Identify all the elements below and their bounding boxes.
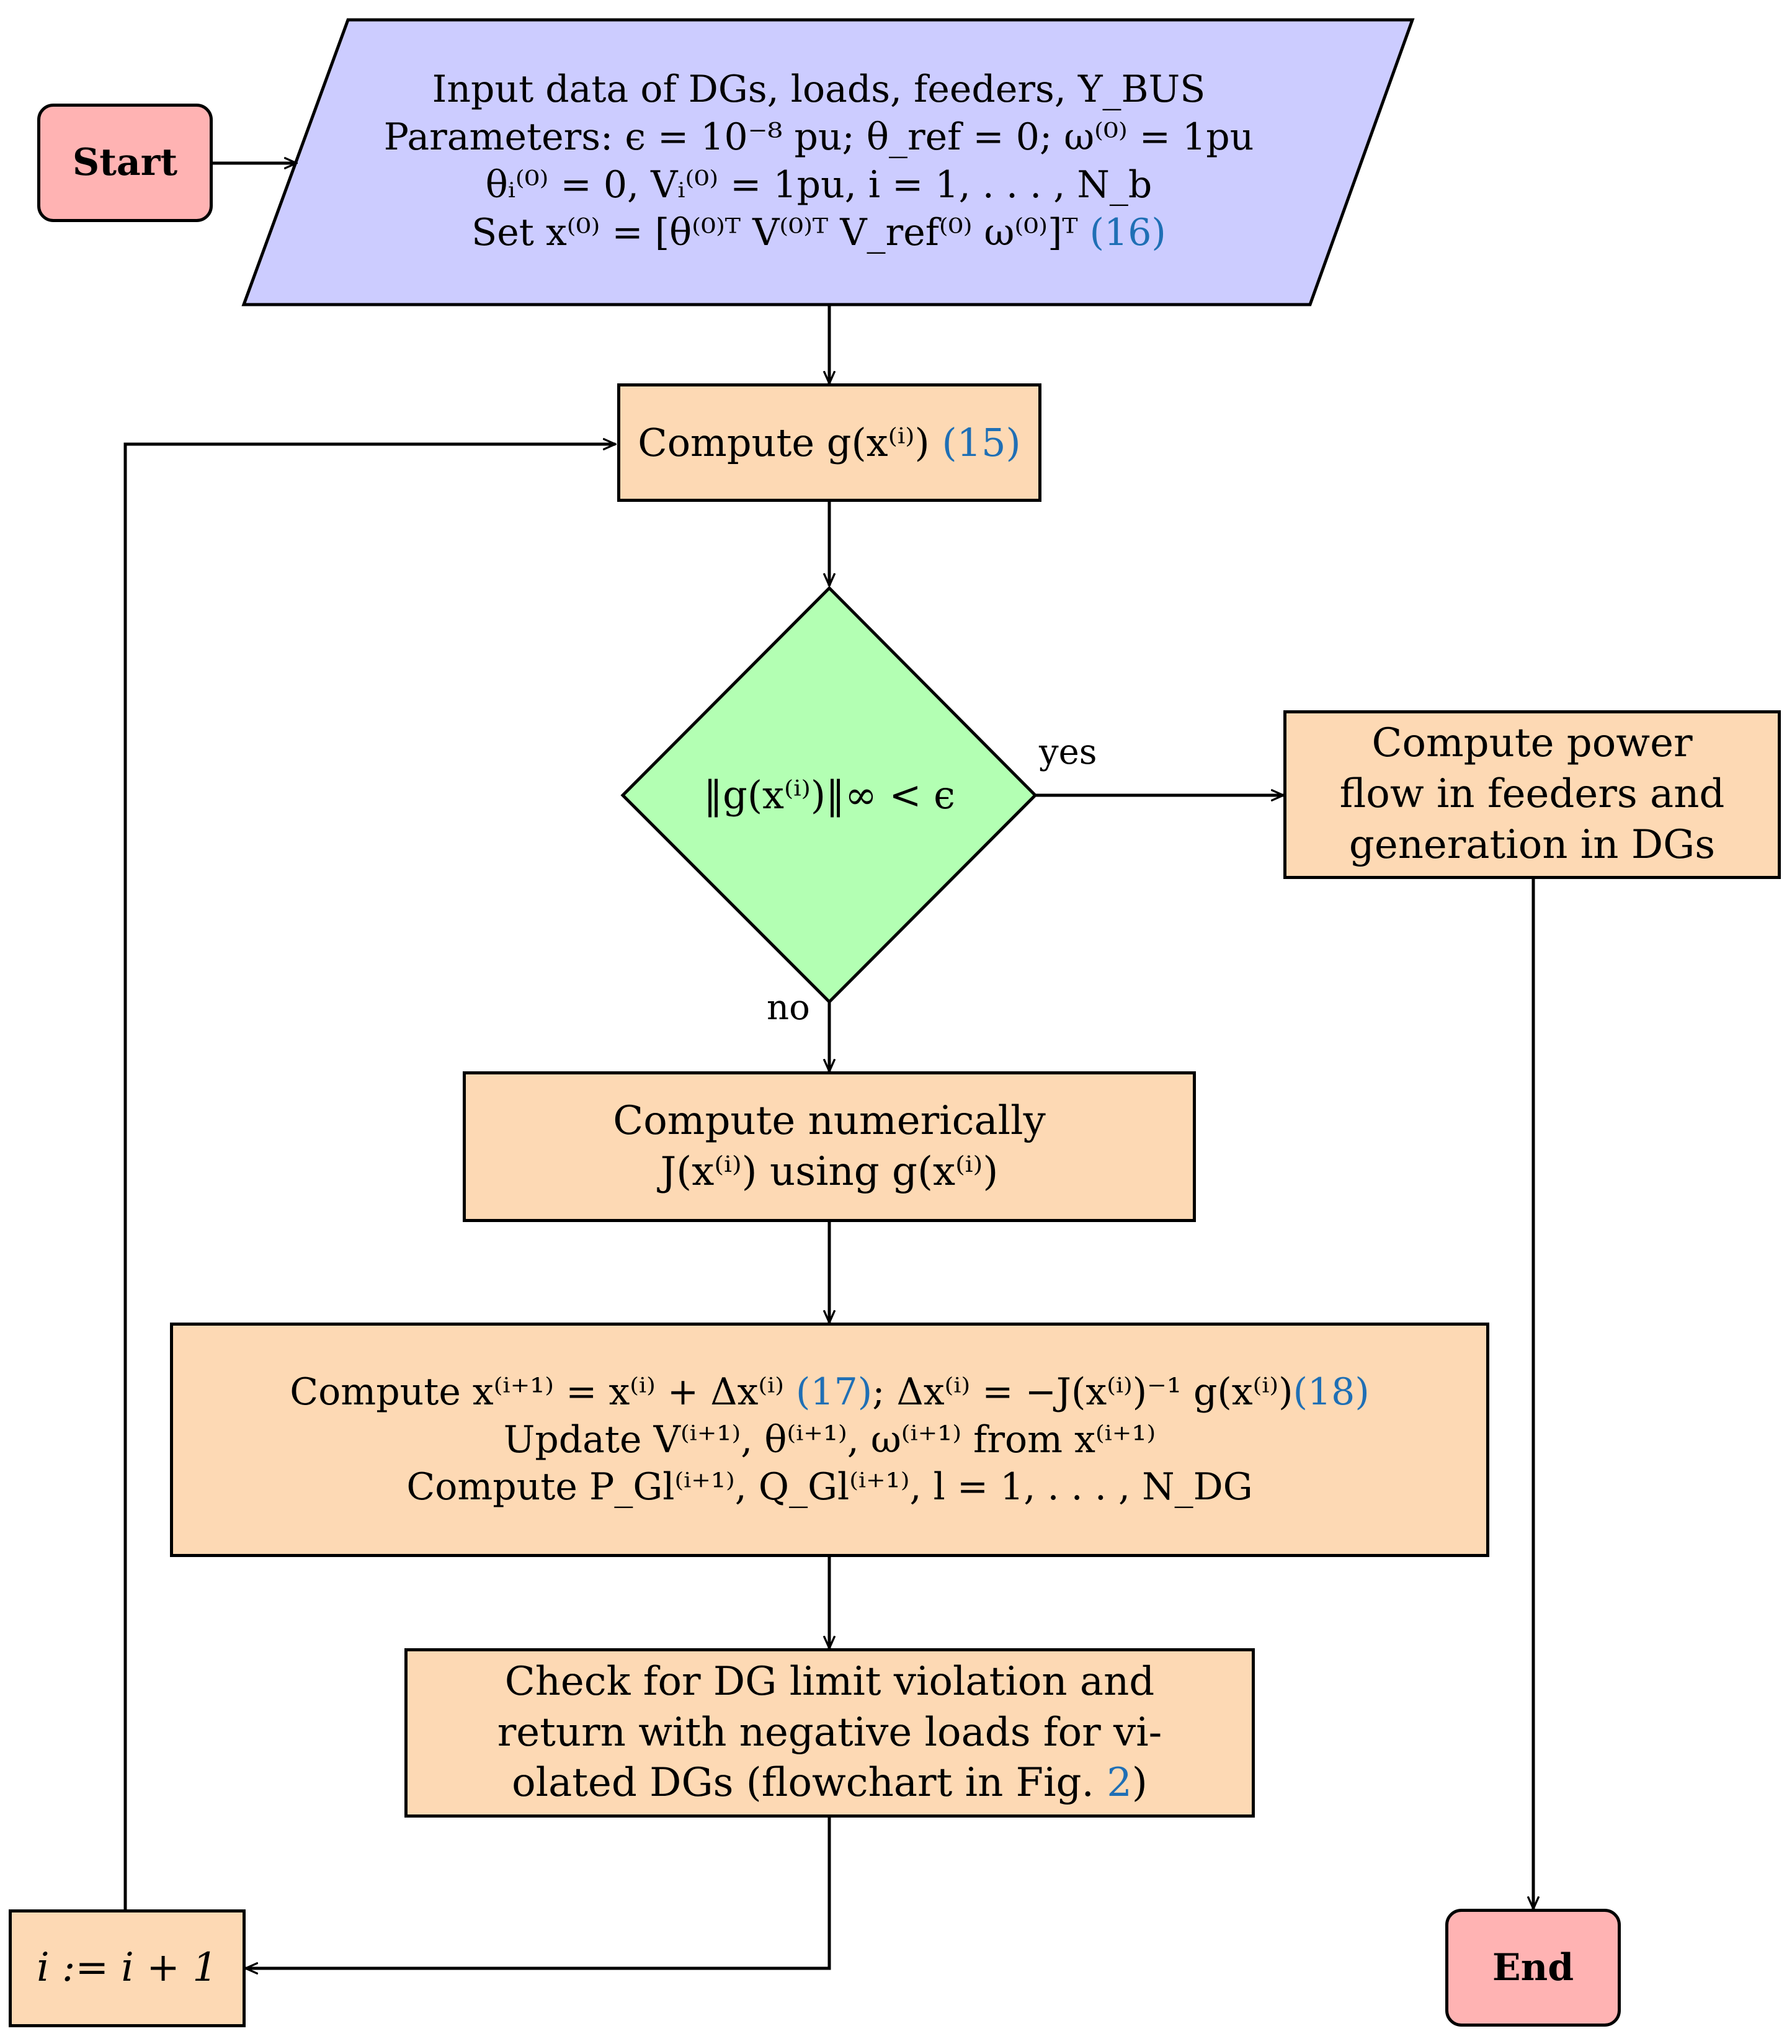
update-box: Compute x⁽ⁱ⁺¹⁾ = x⁽ⁱ⁾ + Δx⁽ⁱ⁾ (17); Δx⁽ⁱ… [170, 1323, 1489, 1557]
jacobian-line-1: Compute numerically [613, 1097, 1046, 1144]
check-line-1: Check for DG limit violation and [504, 1658, 1155, 1705]
power-flow-line-2: flow in feeders and [1339, 771, 1725, 818]
input-data-shape [241, 18, 1415, 306]
no-label: no [767, 988, 810, 1028]
edge-increment-loop-back [123, 444, 615, 1909]
figure-ref-2: 2 [1107, 1760, 1132, 1806]
equation-ref-15: (15) [942, 419, 1021, 465]
input-data-block: Input data of DGs, loads, feeders, Y_BUS… [323, 25, 1315, 298]
power-flow-line-1: Compute power [1371, 720, 1693, 767]
update-line-1: Compute x⁽ⁱ⁺¹⁾ = x⁽ⁱ⁾ + Δx⁽ⁱ⁾ (17); Δx⁽ⁱ… [290, 1368, 1369, 1416]
update-line-1-b: ; Δx⁽ⁱ⁾ = −J(x⁽ⁱ⁾)⁻¹ g(x⁽ⁱ⁾) [872, 1370, 1293, 1414]
update-line-1-a: Compute x⁽ⁱ⁺¹⁾ = x⁽ⁱ⁾ + Δx⁽ⁱ⁾ [290, 1370, 796, 1414]
jacobian-box: Compute numerically J(x⁽ⁱ⁾) using g(x⁽ⁱ⁾… [463, 1071, 1196, 1222]
equation-ref-17: (17) [796, 1370, 873, 1414]
convergence-decision: ‖g(x⁽ⁱ⁾)‖∞ < ϵ [685, 752, 974, 839]
compute-g-label: Compute g(x⁽ⁱ⁾) (15) [638, 418, 1020, 467]
end-label: End [1492, 1945, 1574, 1989]
yes-label: yes [1039, 732, 1097, 772]
equation-ref-16: (16) [1089, 210, 1166, 254]
jacobian-line-2: J(x⁽ⁱ⁾) using g(x⁽ⁱ⁾) [660, 1148, 999, 1195]
end-terminal: End [1445, 1909, 1621, 2027]
start-terminal: Start [37, 104, 213, 222]
input-line-2: Parameters: ϵ = 10⁻⁸ pu; θ_ref = 0; ω⁽⁰⁾… [383, 115, 1254, 159]
power-flow-line-3: generation in DGs [1348, 821, 1716, 868]
start-label: Start [72, 141, 178, 185]
input-line-4: Set x⁽⁰⁾ = [θ⁽⁰⁾ᵀ V⁽⁰⁾ᵀ V_ref⁽⁰⁾ ω⁽⁰⁾]ᵀ … [471, 209, 1166, 257]
increment-box: i := i + 1 [9, 1909, 246, 2027]
convergence-condition: ‖g(x⁽ⁱ⁾)‖∞ < ϵ [703, 772, 955, 818]
power-flow-box: Compute power flow in feeders and genera… [1283, 710, 1781, 879]
input-line-3: θᵢ⁽⁰⁾ = 0, Vᵢ⁽⁰⁾ = 1pu, i = 1, . . . , N… [485, 163, 1152, 207]
equation-ref-18: (18) [1293, 1370, 1370, 1414]
input-line-4-text: Set x⁽⁰⁾ = [θ⁽⁰⁾ᵀ V⁽⁰⁾ᵀ V_ref⁽⁰⁾ ω⁽⁰⁾]ᵀ [471, 210, 1090, 254]
check-line-3: olated DGs (flowchart in Fig. 2) [512, 1758, 1148, 1809]
check-line-3-b: ) [1131, 1760, 1148, 1806]
increment-label: i := i + 1 [37, 1945, 218, 1991]
compute-g-text: Compute g(x⁽ⁱ⁾) [638, 419, 942, 465]
check-line-3-a: olated DGs (flowchart in Fig. [512, 1760, 1107, 1806]
update-line-2: Update V⁽ⁱ⁺¹⁾, θ⁽ⁱ⁺¹⁾, ω⁽ⁱ⁺¹⁾ from x⁽ⁱ⁺¹… [503, 1417, 1156, 1462]
update-line-3: Compute P_Gl⁽ⁱ⁺¹⁾, Q_Gl⁽ⁱ⁺¹⁾, l = 1, . .… [406, 1465, 1253, 1509]
check-line-2: return with negative loads for vi- [497, 1709, 1162, 1756]
edge-check-to-increment [246, 1818, 831, 1968]
input-line-1: Input data of DGs, loads, feeders, Y_BUS [432, 68, 1206, 112]
compute-g-box: Compute g(x⁽ⁱ⁾) (15) [617, 383, 1041, 502]
dg-limit-check-box: Check for DG limit violation and return … [404, 1648, 1255, 1818]
